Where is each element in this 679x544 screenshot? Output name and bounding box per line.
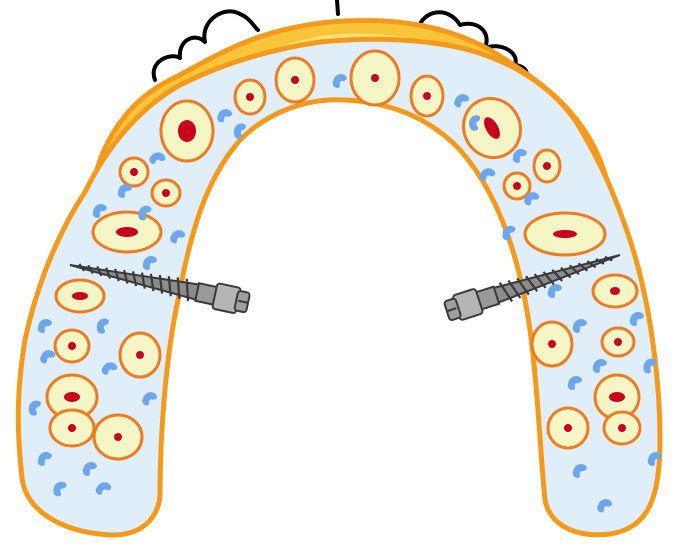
osteon-cell-icon (55, 330, 89, 362)
nucleus (423, 92, 431, 100)
osteon-cell-icon (532, 322, 572, 366)
nucleus (136, 351, 144, 359)
nucleus (178, 120, 196, 142)
osteon-cell-icon (351, 51, 399, 105)
nucleus (116, 227, 138, 237)
osteon-cell-icon (276, 58, 314, 102)
osteon-cell-icon (548, 408, 588, 448)
nucleus (371, 74, 379, 82)
nucleus (130, 168, 138, 176)
nucleus (291, 76, 299, 84)
nucleus (68, 342, 76, 350)
nucleus (68, 424, 76, 432)
nucleus (543, 162, 551, 170)
osteon-cell-icon (56, 280, 104, 312)
osteon-cell-icon (602, 328, 634, 356)
nucleus (564, 424, 572, 432)
nucleus (614, 338, 622, 346)
nucleus (609, 392, 625, 402)
osteon-cell-icon (50, 410, 94, 446)
osteon-cell-icon (120, 333, 160, 377)
tooth-center (337, 0, 338, 14)
nucleus (72, 292, 88, 300)
nucleus (513, 182, 521, 190)
nucleus (246, 93, 254, 101)
osteon-cell-icon (94, 415, 142, 459)
jaw-bone (18, 39, 660, 535)
osteon-cell-icon (161, 101, 213, 161)
osteon-cell-icon (235, 80, 265, 114)
nucleus (553, 230, 577, 238)
osteon-cell-icon (604, 412, 640, 444)
nucleus (162, 189, 170, 197)
osteon-cell-icon (534, 150, 560, 182)
osteon-cell-icon (120, 158, 148, 186)
nucleus (548, 340, 556, 348)
nucleus (64, 392, 80, 402)
nucleus (114, 433, 122, 441)
nucleus (618, 424, 626, 432)
osteon-cell-icon (152, 180, 180, 206)
osteon-cell-icon (504, 173, 530, 199)
osteon-cell-icon (411, 76, 443, 116)
osteon-cell-icon (93, 212, 161, 252)
osteon-cell-icon (525, 213, 605, 255)
nucleus (610, 287, 620, 295)
osteon-cell-icon (593, 275, 637, 307)
